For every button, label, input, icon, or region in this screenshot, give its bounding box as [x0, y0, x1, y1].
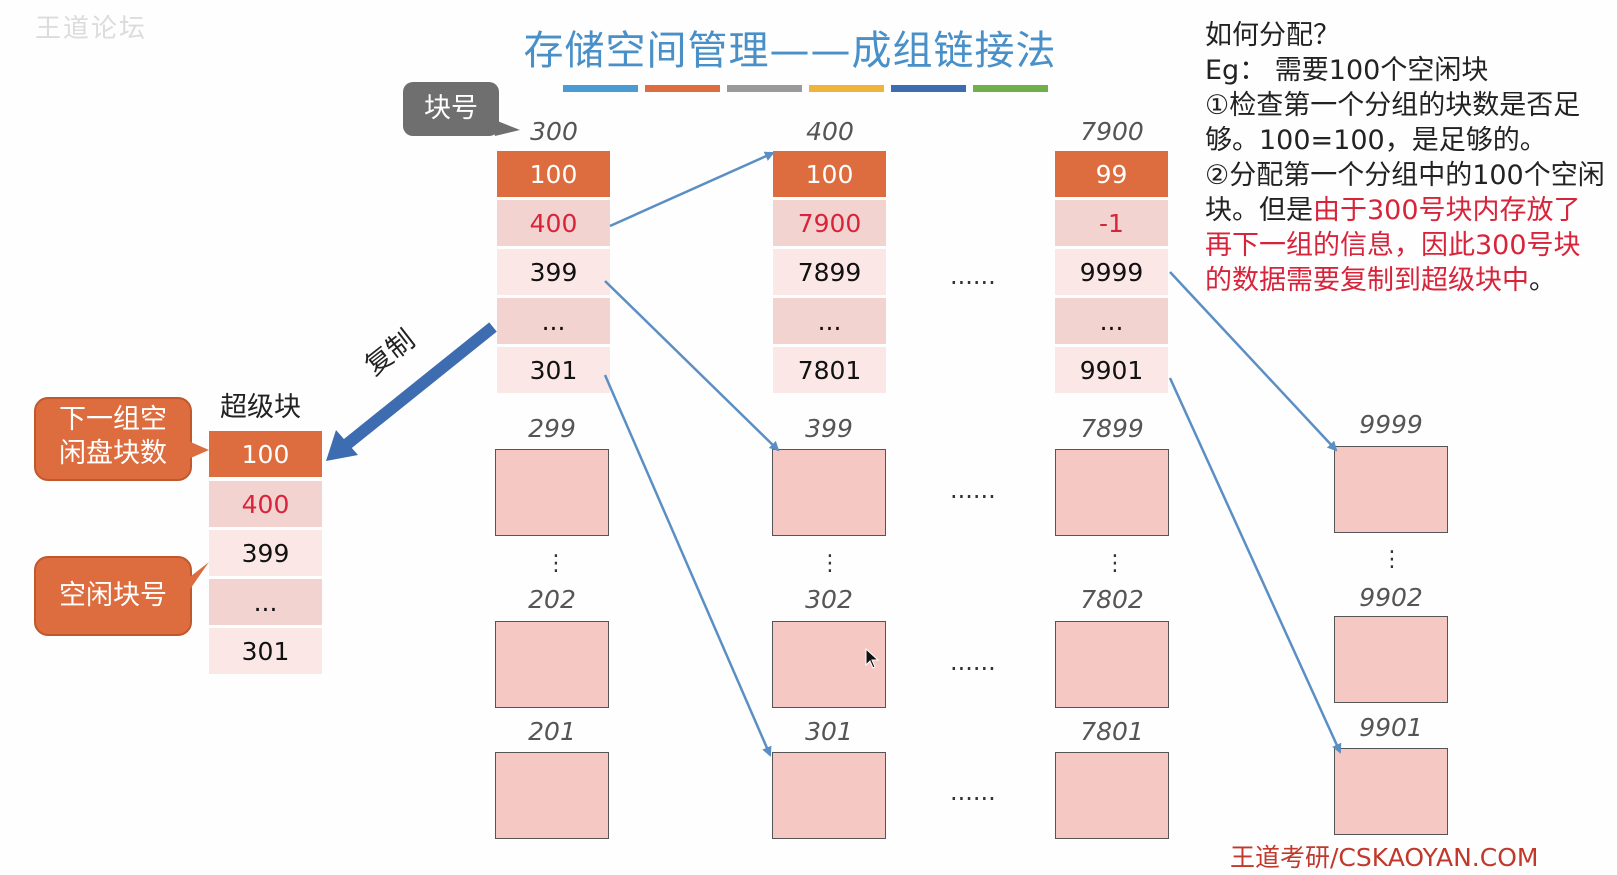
title-strip-2	[645, 85, 720, 92]
super-block-cell-next: 400	[209, 481, 322, 527]
block-label: 201	[528, 717, 576, 746]
group-table-cell: ...	[773, 298, 886, 344]
disk-block	[1055, 449, 1169, 536]
block-label: 7899	[1080, 414, 1144, 443]
disk-block	[1334, 748, 1448, 835]
title-strip-4	[809, 85, 884, 92]
ellipsis: ......	[950, 262, 996, 290]
callout-pointer	[186, 562, 209, 595]
super-block-cell: 301	[209, 628, 322, 674]
super-block-cell-count: 100	[209, 431, 322, 477]
block-label: 7802	[1080, 585, 1144, 614]
block-label: 301	[805, 717, 853, 746]
group-table-cell-next: 400	[497, 200, 610, 246]
title-strip-5	[891, 85, 966, 92]
explanation-panel: 如何分配？ Eg： 需要100个空闲块 ①检查第一个分组的块数是否足够。100=…	[1205, 18, 1605, 298]
group-table-cell-next: 7900	[773, 200, 886, 246]
disk-block	[1055, 752, 1169, 839]
arrow-to-block	[1169, 271, 1338, 452]
group-table-cell-count: 100	[497, 151, 610, 197]
group-table-cell-count: 99	[1055, 151, 1168, 197]
group-table-cell: ...	[1055, 298, 1168, 344]
ellipsis: ......	[950, 778, 996, 806]
callout-pointer	[490, 118, 520, 136]
block-label: 7801	[1080, 717, 1144, 746]
explanation-step: ②分配第一个分组中的100个空闲块。但是由于300号块内存放了再下一组的信息，因…	[1205, 158, 1605, 298]
explanation-line: Eg： 需要100个空闲块	[1205, 55, 1489, 86]
group-table-cell: 9901	[1055, 347, 1168, 393]
next-group-count-callout: 下一组空 闲盘块数	[34, 397, 192, 481]
block-label: 202	[528, 585, 576, 614]
disk-block	[1055, 621, 1169, 708]
group-table-cell: 9999	[1055, 249, 1168, 295]
block-label: 302	[805, 585, 853, 614]
page-title: 存储空间管理——成组链接法	[523, 28, 1057, 74]
callout-line: 下一组空	[59, 404, 167, 435]
copy-arrow-shaft	[342, 322, 497, 450]
title-strip-1	[563, 85, 638, 92]
block-label: 9999	[1359, 410, 1423, 439]
explanation-text: 。	[1529, 265, 1556, 296]
title-strip-3	[727, 85, 802, 92]
arrow-next-group	[609, 151, 775, 228]
explanation-step: ①检查第一个分组的块数是否足够。100=100，是足够的。	[1205, 90, 1581, 156]
copy-arrow-head	[326, 430, 358, 461]
group-table-block-label: 7900	[1080, 117, 1144, 146]
explanation-line: 如何分配？	[1205, 20, 1340, 51]
disk-block	[495, 752, 609, 839]
arrow-to-block	[1168, 377, 1342, 754]
group-table-cell: 7801	[773, 347, 886, 393]
group-table-block-label: 300	[530, 117, 578, 146]
explanation-text: ②分配第一个分组中的100个空闲块。但是	[1205, 160, 1605, 226]
arrow-to-block	[604, 280, 780, 452]
watermark: 王道论坛	[35, 14, 148, 44]
footer-credit: 王道考研/CSKAOYAN.COM	[1230, 843, 1539, 872]
group-table-cell-next: -1	[1055, 200, 1168, 246]
block-label: 299	[528, 414, 576, 443]
disk-block	[772, 752, 886, 839]
callout-line: 闲盘块数	[59, 438, 167, 469]
disk-block	[1334, 616, 1448, 703]
arrow-to-block	[603, 374, 772, 757]
free-block-number-callout: 空闲块号	[34, 556, 192, 636]
group-table-cell: ...	[497, 298, 610, 344]
block-label: 9902	[1359, 583, 1423, 612]
group-table-cell: 7899	[773, 249, 886, 295]
ellipsis: ......	[950, 648, 996, 676]
disk-block	[495, 621, 609, 708]
group-table-cell: 301	[497, 347, 610, 393]
block-number-callout: 块号	[403, 82, 499, 136]
title-strip-6	[973, 85, 1048, 92]
group-table-block-label: 400	[806, 117, 854, 146]
disk-block	[772, 449, 886, 536]
explanation-highlight: 由于300号块内存放了再下一组的信息，因此300号块的数据需要复制到超级块中	[1205, 195, 1581, 296]
super-block-cell: 399	[209, 530, 322, 576]
block-label: 399	[805, 414, 853, 443]
super-block-label: 超级块	[220, 392, 301, 423]
group-table-cell-count: 100	[773, 151, 886, 197]
mouse-cursor-icon	[865, 648, 880, 669]
block-label: 9901	[1359, 713, 1423, 742]
ellipsis: ......	[950, 476, 996, 504]
disk-block	[1334, 446, 1448, 533]
callout-pointer	[186, 440, 209, 460]
disk-block	[495, 449, 609, 536]
group-table-cell: 399	[497, 249, 610, 295]
super-block-cell: ...	[209, 579, 322, 625]
